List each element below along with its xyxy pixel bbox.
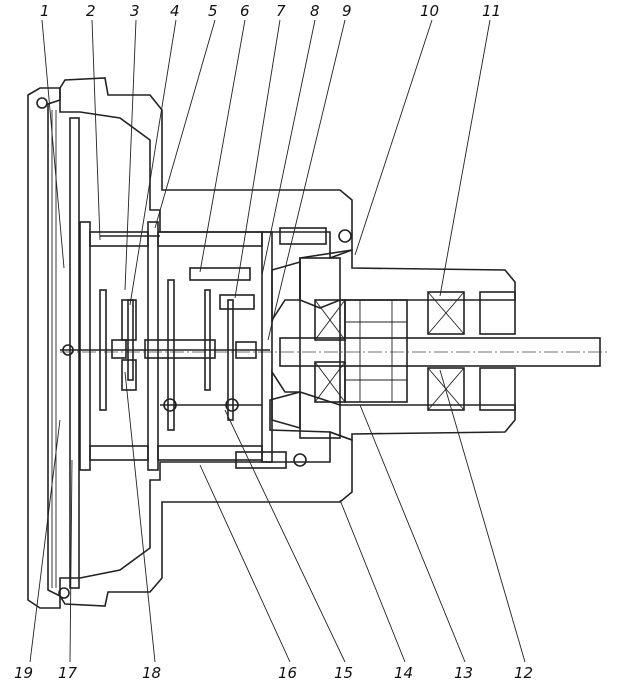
callout-5: 5	[208, 2, 218, 20]
callout-7: 7	[276, 2, 286, 20]
bearing-housing	[269, 249, 516, 442]
housing	[59, 77, 353, 607]
callout-4: 4	[170, 2, 180, 20]
callout-2: 2	[86, 2, 96, 20]
bearing-right	[427, 291, 465, 411]
callout-labels-bottom: 19 17 18 16 15 14 13 12	[14, 664, 533, 682]
callout-17: 17	[58, 664, 78, 682]
front-bezel	[27, 87, 70, 609]
frame-plates	[79, 221, 352, 471]
callout-12: 12	[514, 664, 533, 682]
dial-plate	[69, 117, 80, 589]
callout-9: 9	[342, 2, 352, 20]
callout-10: 10	[420, 2, 439, 20]
callout-labels-top: 1 2 3 4 5 6 7 8 9 10 11	[40, 2, 501, 20]
input-shaft	[60, 337, 610, 367]
callout-8: 8	[310, 2, 320, 20]
callout-14: 14	[394, 664, 413, 682]
callout-1: 1	[40, 2, 50, 20]
callout-18: 18	[142, 664, 161, 682]
callout-13: 13	[454, 664, 473, 682]
callout-16: 16	[278, 664, 297, 682]
callout-6: 6	[240, 2, 250, 20]
callout-19: 19	[14, 664, 33, 682]
shaft-seal	[479, 291, 516, 411]
callout-3: 3	[130, 2, 140, 20]
bearing-left	[314, 299, 346, 403]
gear-train	[60, 235, 270, 431]
leader-lines	[29, 19, 526, 663]
callout-15: 15	[334, 664, 353, 682]
callout-11: 11	[482, 2, 501, 20]
rotor-magnet	[344, 299, 408, 403]
